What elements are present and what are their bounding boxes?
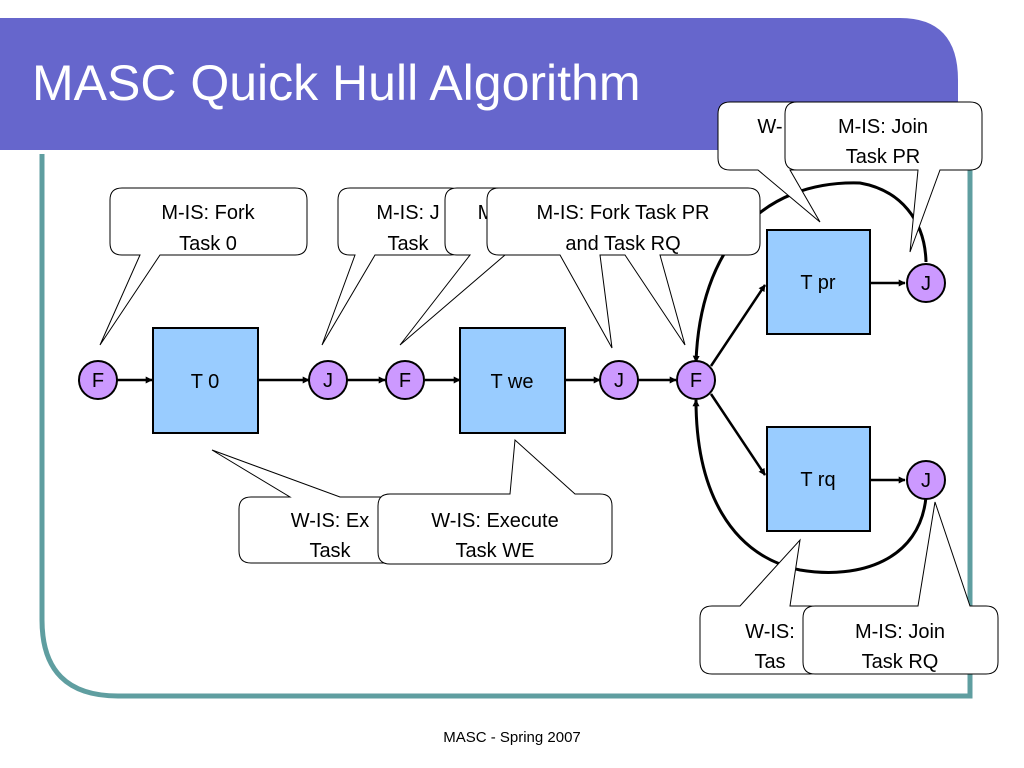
node-fork2-label: F [399,370,411,392]
callout-exec-t0-line1: W-IS: Ex [291,510,370,532]
node-join-rq-label: J [921,470,931,492]
node-fork1-label: F [92,370,104,392]
slide-footer: MASC - Spring 2007 [443,729,581,746]
callout-exec-we-line2: Task WE [456,540,535,562]
task-twe-label: T we [491,371,534,393]
edge-fork3-trq [709,393,767,476]
edges [117,279,906,484]
node-join-pr-label: J [921,273,931,295]
callout-join-task0: M-IS: J Task [321,187,463,346]
node-fork2: F [385,360,425,400]
callout-exec-pr-line1: W- [757,116,782,138]
callout-join-task0-line2: Task [387,233,429,255]
callout-join-rq: M-IS: Join Task RQ [802,501,999,675]
edge-fork3-tpr [709,284,767,367]
node-join2-label: J [614,370,624,392]
slide-title: MASC Quick Hull Algorithm [32,55,641,111]
callout-exec-we-line1: W-IS: Execute [431,510,558,532]
task-t0-label: T 0 [191,371,220,393]
task-twe: T we [459,327,566,434]
node-join1: J [308,360,348,400]
task-tpr-label: T pr [800,272,836,294]
callout-join-pr: M-IS: Join Task PR [784,101,983,253]
callout-join-rq-line2: Task RQ [862,651,939,673]
arc-join-rq-fork3 [692,399,928,574]
task-trq: T rq [766,426,871,532]
callout-exec-we: W-IS: Execute Task WE [377,438,613,565]
node-join-rq: J [906,460,946,500]
callout-join-task0-line1: M-IS: J [376,202,439,224]
callout-fork-task0-line2: Task 0 [179,233,237,255]
task-trq-label: T rq [800,469,835,491]
callout-fork-task0-line1: M-IS: Fork [161,202,255,224]
callout-join-pr-line1: M-IS: Join [838,116,928,138]
task-tpr: T pr [766,229,871,335]
callout-exec-t0: W-IS: Ex Task [211,449,408,564]
content-frame [39,120,973,699]
callout-fork-pr-rq-line1: M-IS: Fork Task PR [537,202,710,224]
callout-exec-t0-line2: Task [309,540,351,562]
callout-fork-pr-rq: M-IS: Fork Task PR and Task RQ [486,187,761,349]
task-t0: T 0 [152,327,259,434]
node-join2: J [599,360,639,400]
callout-exec-rq-line1: W-IS: [745,621,795,643]
callout-join-rq-line1: M-IS: Join [855,621,945,643]
node-fork3: F [676,360,716,400]
callout-exec-rq-line2: Tas [754,651,785,673]
node-fork3-label: F [690,370,702,392]
callout-join-pr-line2: Task PR [846,146,920,168]
node-join-pr: J [906,263,946,303]
title-underline [0,150,958,154]
node-fork1: F [78,360,118,400]
callout-fork-task0: M-IS: Fork Task 0 [99,187,308,346]
callout-fork-pr-rq-line2: and Task RQ [565,233,680,255]
node-join1-label: J [323,370,333,392]
